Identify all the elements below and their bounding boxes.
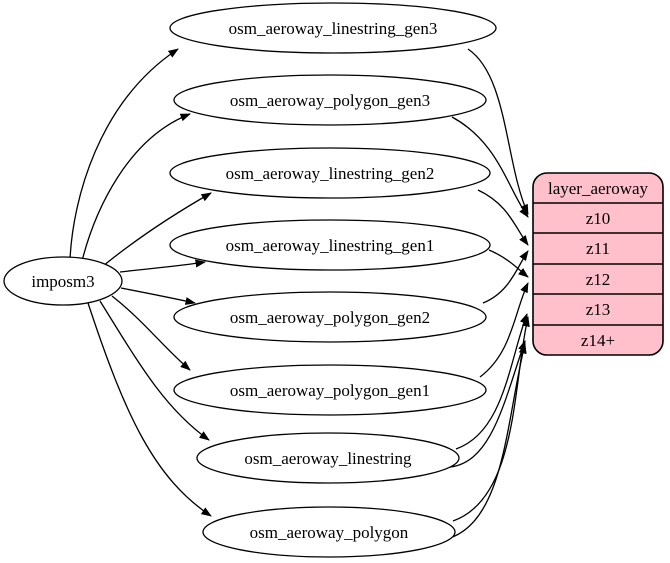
osm_aeroway_polygon_gen3-ellipse	[173, 74, 487, 126]
osm_aeroway_linestring_gen1-label: osm_aeroway_linestring_gen1	[226, 236, 435, 255]
osm_aeroway_linestring-ellipse	[196, 432, 460, 484]
layer-row-z12: z12	[586, 270, 611, 289]
osm_aeroway_linestring_gen3-ellipse	[169, 2, 497, 54]
osm_aeroway_polygon_gen2-ellipse	[173, 291, 487, 343]
edge-osm_aeroway_linestring_gen1-to-z12	[488, 249, 529, 278]
edge-imposm3-to-osm_aeroway_polygon_gen2	[120, 287, 196, 305]
node-osm_aeroway_polygon_gen3: osm_aeroway_polygon_gen3	[173, 74, 487, 126]
edge-osm_aeroway_polygon_gen2-to-z11	[482, 250, 529, 304]
osm_aeroway_linestring_gen3-label: osm_aeroway_linestring_gen3	[229, 19, 438, 38]
edge-imposm3-to-osm_aeroway_polygon_gen3	[81, 113, 191, 262]
edge-osm_aeroway_linestring_gen2-to-z11	[477, 189, 529, 246]
edge-osm_aeroway_linestring-to-z13	[455, 313, 528, 450]
osm_aeroway_linestring_gen2-ellipse	[169, 147, 491, 199]
osm_aeroway_polygon-label: osm_aeroway_polygon	[250, 523, 409, 542]
osm_aeroway_polygon_gen3-label: osm_aeroway_polygon_gen3	[230, 91, 430, 110]
imposm3-ellipse	[3, 256, 123, 306]
edge-osm_aeroway_polygon_gen1-to-z12	[479, 282, 529, 378]
edges-tables-to-layer	[446, 48, 530, 540]
edge-imposm3-to-osm_aeroway_polygon	[87, 302, 212, 517]
osm_aeroway_polygon_gen2-label: osm_aeroway_polygon_gen2	[230, 308, 430, 327]
edge-osm_aeroway_linestring_gen3-to-z10	[467, 48, 529, 215]
osm_aeroway_linestring_gen2-label: osm_aeroway_linestring_gen2	[226, 164, 435, 183]
node-osm_aeroway_linestring_gen3: osm_aeroway_linestring_gen3	[169, 2, 497, 54]
node-osm_aeroway_linestring_gen2: osm_aeroway_linestring_gen2	[169, 147, 491, 199]
edge-imposm3-to-osm_aeroway_polygon_gen1	[111, 295, 191, 371]
edge-imposm3-to-osm_aeroway_linestring_gen2	[102, 192, 212, 267]
node-osm_aeroway_linestring: osm_aeroway_linestring	[196, 432, 460, 484]
layer-row-z14plus: z14+	[581, 331, 615, 350]
node-osm_aeroway_polygon: osm_aeroway_polygon	[202, 506, 456, 558]
layer-row-z13: z13	[586, 300, 611, 319]
edge-imposm3-to-osm_aeroway_linestring_gen1	[119, 259, 206, 273]
osm_aeroway_polygon_gen1-label: osm_aeroway_polygon_gen1	[230, 381, 430, 400]
edge-imposm3-to-osm_aeroway_linestring_gen3	[69, 48, 179, 260]
osm_aeroway_polygon_gen1-ellipse	[173, 364, 487, 416]
edge-osm_aeroway_polygon_gen3-to-z10	[451, 116, 529, 218]
osm_aeroway_linestring-label: osm_aeroway_linestring	[244, 449, 412, 468]
layer-row-z10: z10	[586, 209, 611, 228]
node-osm_aeroway_polygon_gen2: osm_aeroway_polygon_gen2	[173, 291, 487, 343]
node-layer_aeroway: layer_aeroway z10 z11 z12 z13 z14+	[532, 172, 664, 356]
osm_aeroway_polygon-ellipse	[202, 506, 456, 558]
edge-osm_aeroway_linestring-to-z14plus	[449, 340, 526, 468]
node-osm_aeroway_polygon_gen1: osm_aeroway_polygon_gen1	[173, 364, 487, 416]
edges-source-to-tables	[69, 48, 212, 517]
edge-imposm3-to-osm_aeroway_linestring	[99, 300, 210, 441]
layer-row-z11: z11	[586, 239, 610, 258]
layer_aeroway-title: layer_aeroway	[548, 179, 649, 198]
node-osm_aeroway_linestring_gen1: osm_aeroway_linestring_gen1	[169, 219, 491, 271]
imposm3-label: imposm3	[31, 272, 94, 291]
edge-osm_aeroway_polygon-to-z14plus	[446, 343, 527, 540]
osm_aeroway_linestring_gen1-ellipse	[169, 219, 491, 271]
node-imposm3: imposm3	[3, 256, 123, 306]
